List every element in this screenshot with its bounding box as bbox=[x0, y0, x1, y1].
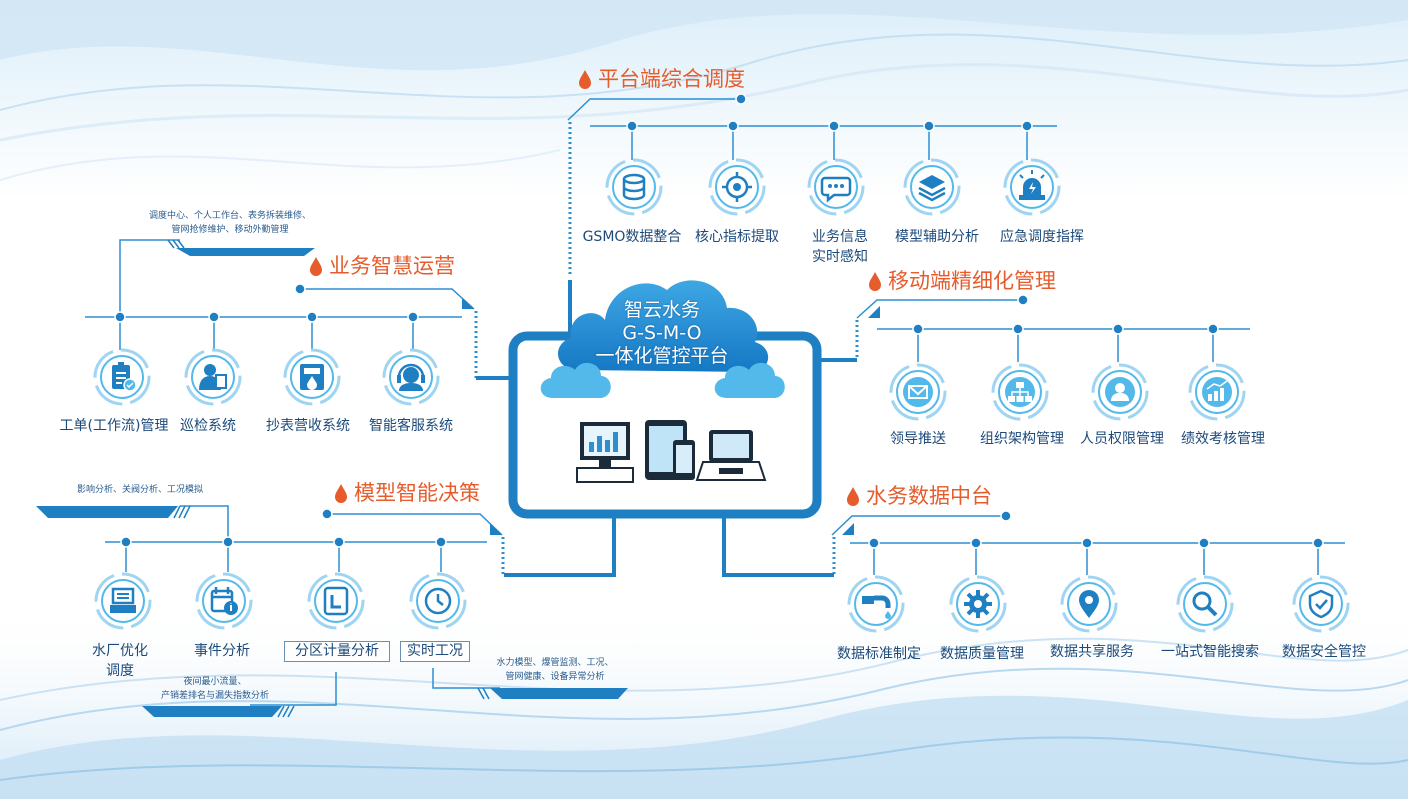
district-meter-icon bbox=[307, 572, 365, 630]
model-item-label: 分区计量分析 bbox=[284, 641, 390, 662]
target-icon bbox=[708, 158, 766, 216]
model-note-left-line1: 夜间最小流量、 bbox=[183, 677, 247, 687]
data-item-label: 数据标准制定 bbox=[837, 646, 921, 662]
data-item-label: 数据共享服务 bbox=[1050, 644, 1134, 660]
chat-bubble-icon bbox=[807, 158, 865, 216]
gear-icon bbox=[949, 575, 1007, 633]
model-title-text: 模型智能决策 bbox=[354, 481, 480, 505]
center-platform-graphic bbox=[508, 280, 822, 519]
model-title: 模型智能决策 bbox=[334, 480, 480, 506]
business-item-label: 智能客服系统 bbox=[369, 418, 453, 434]
clock-icon bbox=[409, 572, 467, 630]
business-note-line2: 管网抢修维护、移动外勤管理 bbox=[171, 225, 289, 235]
mobile-title: 移动端精细化管理 bbox=[868, 268, 1056, 294]
alarm-light-icon bbox=[1003, 158, 1061, 216]
tablet-phone-icon bbox=[645, 420, 695, 480]
water-drop-icon bbox=[310, 257, 322, 276]
water-drop-icon bbox=[335, 484, 347, 503]
layers-icon bbox=[903, 158, 961, 216]
data-item-label: 数据安全管控 bbox=[1282, 644, 1366, 660]
search-icon bbox=[1176, 575, 1234, 633]
user-icon bbox=[1091, 363, 1149, 421]
mobile-item-label: 领导推送 bbox=[890, 431, 946, 447]
desktop-monitor-icon bbox=[576, 422, 634, 483]
business-note-line1: 调度中心、个人工作台、表务拆装维修、 bbox=[148, 211, 311, 221]
location-pin-icon bbox=[1060, 575, 1118, 633]
data-item-label: 一站式智能搜索 bbox=[1161, 644, 1259, 660]
business-title-text: 业务智慧运营 bbox=[329, 254, 455, 278]
faucet-icon bbox=[847, 575, 905, 633]
calendar-info-icon bbox=[195, 572, 253, 630]
water-drop-icon bbox=[579, 70, 591, 89]
mobile-item-label: 组织架构管理 bbox=[980, 431, 1064, 447]
model-note-right-line1: 水力模型、爆管监测、工况、 bbox=[496, 658, 614, 668]
shield-check-icon bbox=[1292, 575, 1350, 633]
water-drop-icon bbox=[869, 272, 881, 291]
growth-chart-icon bbox=[1188, 363, 1246, 421]
laptop-icon bbox=[695, 430, 767, 481]
platform-item-label-line2: 实时感知 bbox=[812, 249, 868, 265]
database-icon bbox=[605, 158, 663, 216]
platform-item-label: 应急调度指挥 bbox=[1000, 229, 1084, 245]
work-order-icon bbox=[93, 348, 151, 406]
headset-icon bbox=[382, 348, 440, 406]
center-title-line1: 智云水务 bbox=[623, 299, 700, 321]
platform-title: 平台端综合调度 bbox=[578, 66, 745, 92]
platform-item-label: GSMO数据整合 bbox=[582, 229, 682, 245]
model-note-top: 影响分析、关阀分析、工况模拟 bbox=[76, 485, 203, 495]
water-drop-icon bbox=[847, 487, 859, 506]
business-item-label: 工单(工作流)管理 bbox=[59, 418, 169, 434]
mobile-title-text: 移动端精细化管理 bbox=[888, 269, 1056, 293]
model-note-right-line2: 管网健康、设备异常分析 bbox=[505, 672, 605, 682]
inspector-icon bbox=[184, 348, 242, 406]
model-item-label: 事件分析 bbox=[194, 643, 250, 659]
org-chart-icon bbox=[991, 363, 1049, 421]
model-item-label: 水厂优化 bbox=[92, 643, 148, 659]
water-plant-icon bbox=[94, 572, 152, 630]
mobile-item-label: 人员权限管理 bbox=[1080, 431, 1164, 447]
model-item-label-line2: 调度 bbox=[106, 663, 134, 679]
platform-title-text: 平台端综合调度 bbox=[598, 67, 745, 91]
water-meter-icon bbox=[283, 348, 341, 406]
center-title-line2: G-S-M-O bbox=[622, 322, 702, 344]
platform-item-label: 模型辅助分析 bbox=[895, 229, 979, 245]
platform-item-label: 业务信息 bbox=[812, 229, 868, 245]
data-item-label: 数据质量管理 bbox=[940, 646, 1024, 662]
data-title-text: 水务数据中台 bbox=[866, 484, 992, 508]
model-item-label: 实时工况 bbox=[400, 641, 470, 662]
business-title: 业务智慧运营 bbox=[309, 253, 455, 279]
business-item-label: 巡检系统 bbox=[180, 418, 236, 434]
business-item-label: 抄表营收系统 bbox=[266, 418, 350, 434]
model-note-left-line2: 产销差排名与漏失指数分析 bbox=[160, 691, 269, 701]
mobile-item-label: 绩效考核管理 bbox=[1181, 431, 1265, 447]
data-title: 水务数据中台 bbox=[846, 483, 992, 509]
center-title-line3: 一体化管控平台 bbox=[595, 345, 729, 367]
platform-item-label: 核心指标提取 bbox=[695, 229, 779, 245]
envelope-icon bbox=[889, 363, 947, 421]
